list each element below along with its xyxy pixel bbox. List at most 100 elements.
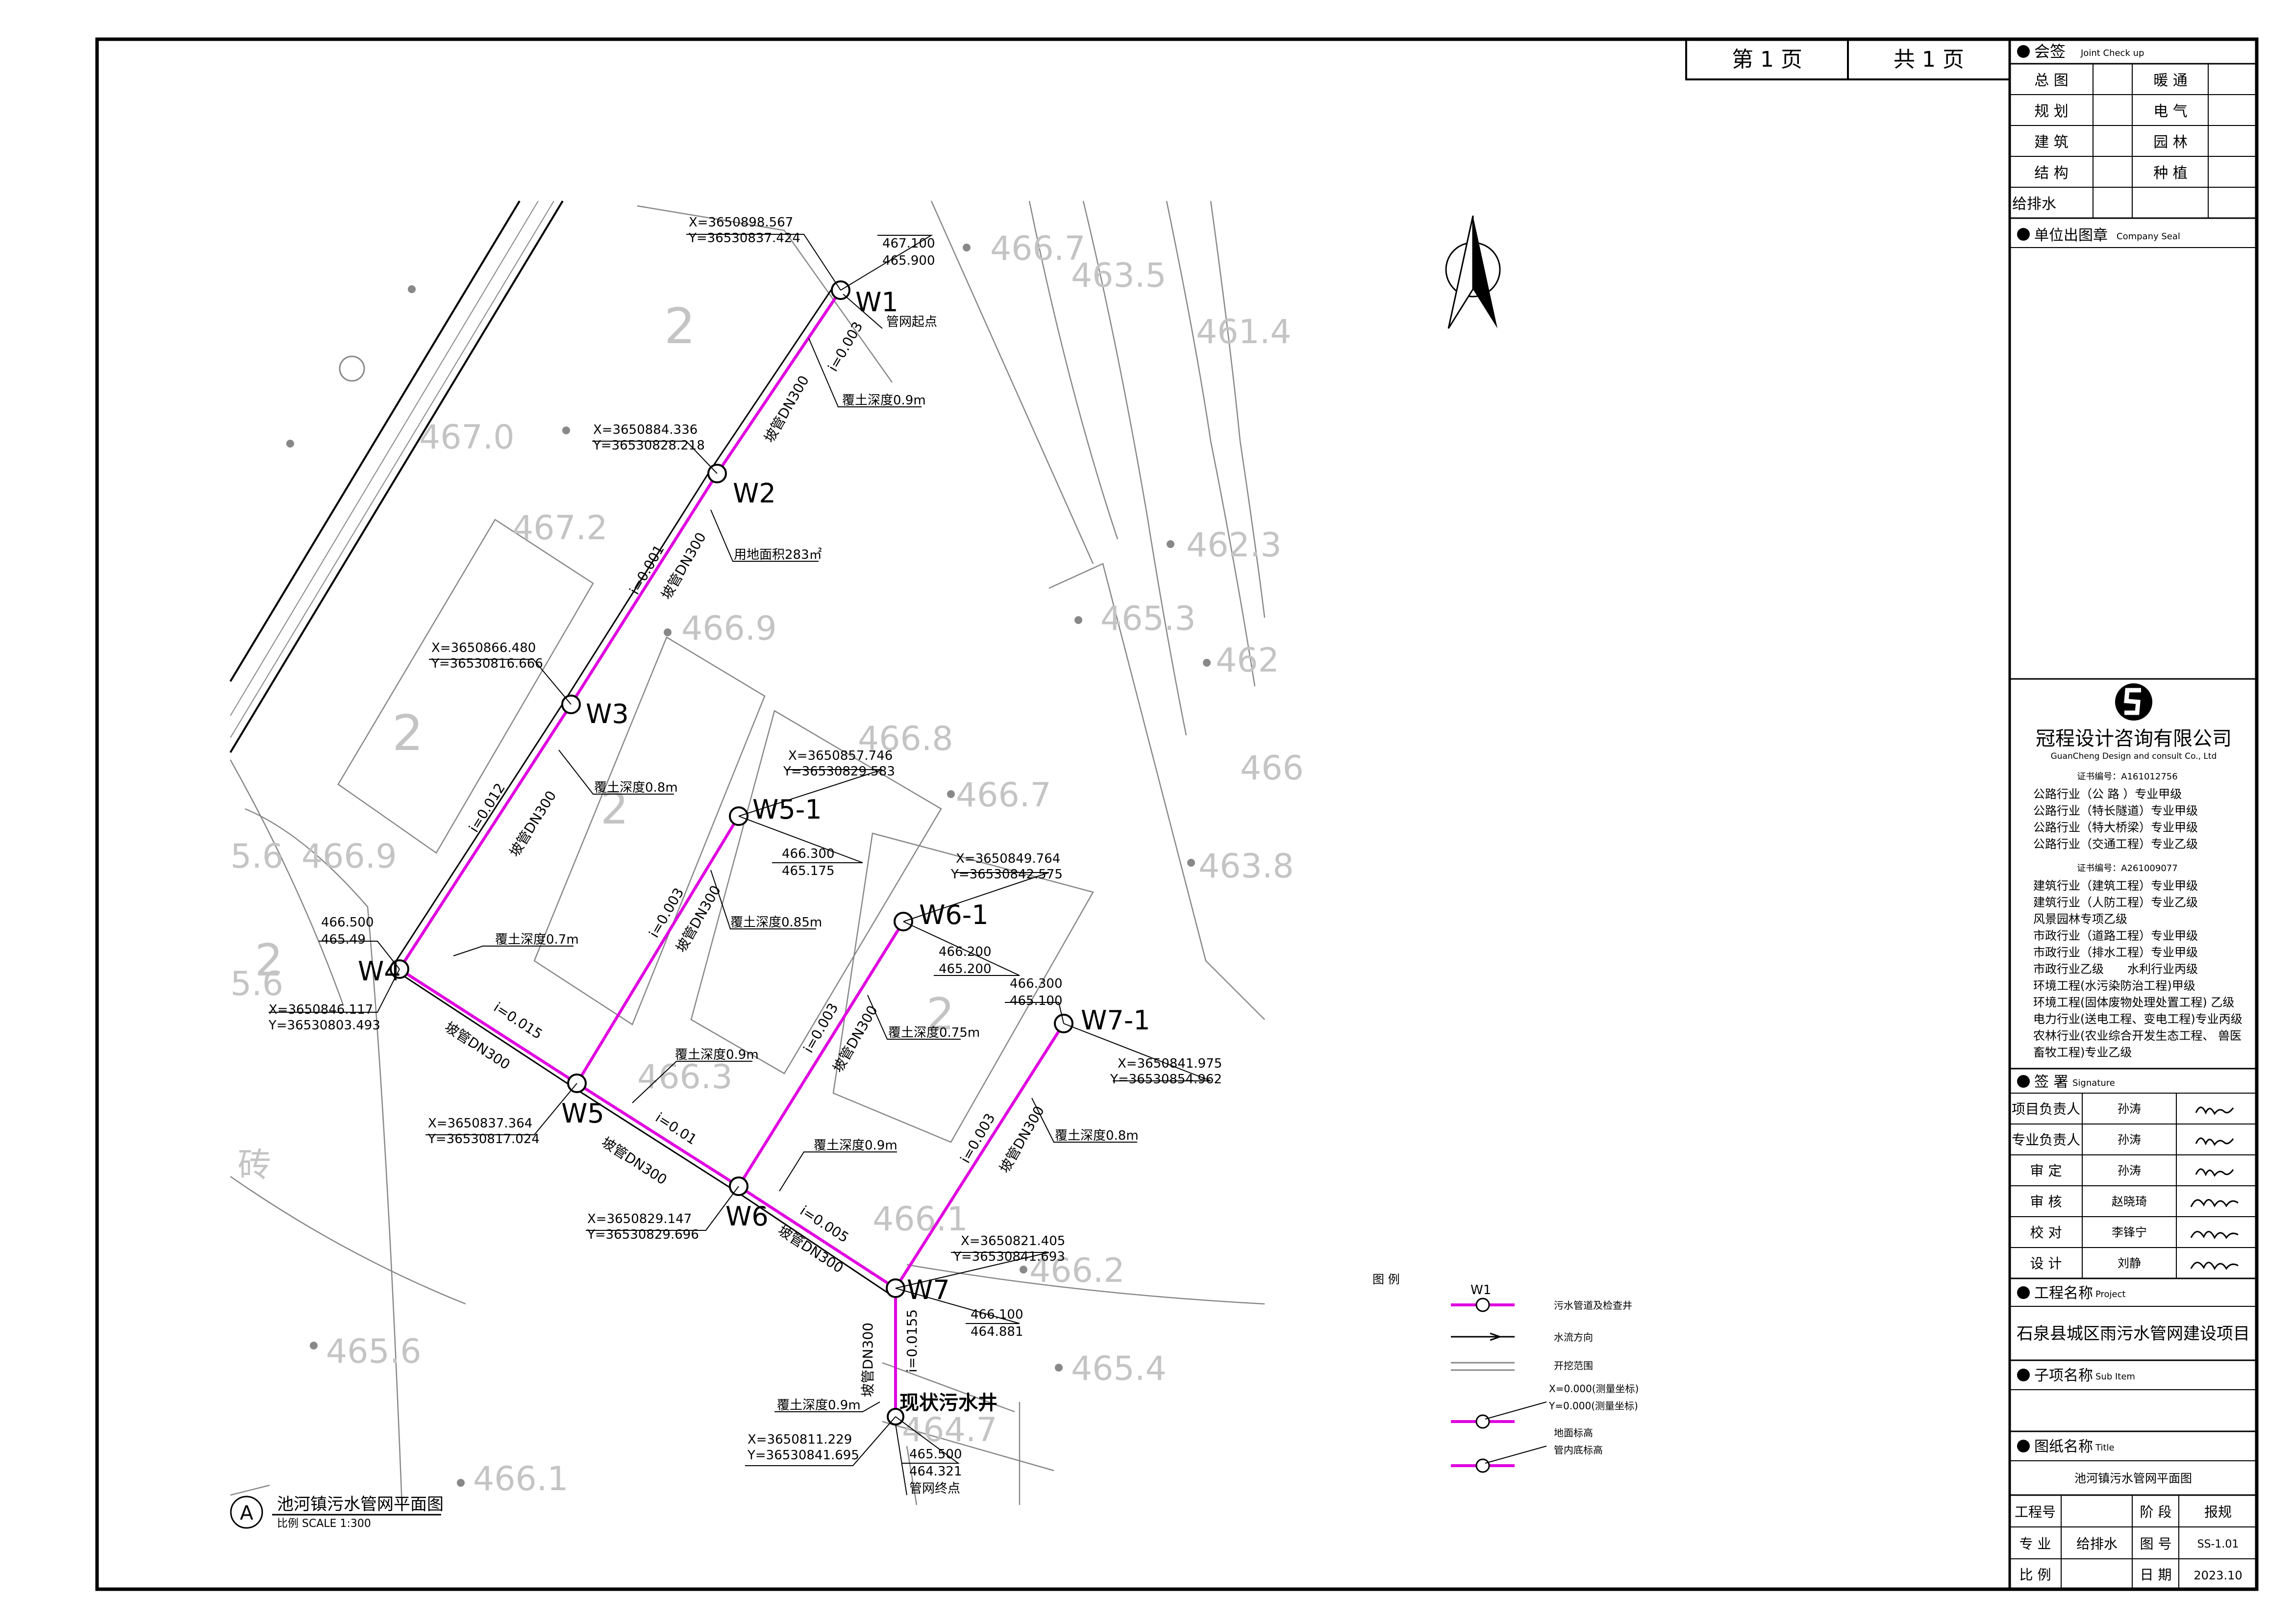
sub-item-title-en: Sub Item [2095,1372,2135,1382]
title-block [2008,39,2257,1589]
company-seal-title: 单位出图章 [2034,227,2108,244]
well-y: Y=36530803.493 [268,1018,380,1033]
terrain [229,200,1266,1505]
network-end: 管网终点 [909,1481,960,1496]
well-x: X=3650829.147 [587,1212,692,1226]
legend-well-label: W1 [1471,1283,1491,1298]
pipe-edge-lines [394,286,890,1295]
callout-circle [230,1496,263,1529]
pipe-segment [576,1082,740,1188]
well-x: X=3650841.975 [1118,1056,1222,1071]
pipe-segment [570,473,719,705]
elevation-label: 467.2 [512,509,608,548]
road-mark: 5.6 [230,837,283,876]
signature-person: 孙涛 [2118,1133,2141,1147]
cert-number: 证书编号：A261009077 [2077,863,2177,874]
well-y: Y=36530829.696 [587,1227,699,1242]
elevation-label: 466.3 [637,1058,733,1097]
plan-scale: 比例 SCALE 1:300 [277,1518,371,1530]
well-invert-elev: 465.200 [939,962,992,976]
slope-label: i=0.015 [491,999,545,1042]
elevation-label: 466.7 [990,229,1086,268]
qualification: 市政行业（道路工程）专业甲级 [2033,929,2198,943]
slope-label: i=0.003 [824,319,866,375]
sub-item-title: 子项名称 [2034,1367,2093,1384]
company-name-en: GuanCheng Design and consult Co., Ltd [2051,751,2217,761]
qualification: 农林行业(农业综合开发生态工程、 兽医 [2033,1029,2242,1043]
project-title-en: Project [2095,1289,2126,1299]
well-y: Y=36530828.218 [593,438,705,453]
phase-value: 报规 [2204,1504,2232,1520]
pipe-segment [894,1023,1065,1289]
project-name: 石泉县城区雨污水管网建设项目 [2017,1324,2250,1344]
pipe-segment [575,815,740,1084]
signature-person: 刘静 [2118,1256,2141,1270]
well-invert-elev: 465.175 [782,864,835,878]
parcel-number: 2 [392,704,424,762]
well-x: X=3650866.480 [431,641,536,655]
joint-check-cell: 建 筑 [2034,134,2069,151]
well-label: W5 [561,1098,604,1129]
signature-role: 审 核 [2030,1194,2062,1210]
joint-check-cell: 结 构 [2034,165,2069,182]
signature-person: 赵晓琦 [2112,1195,2147,1208]
road-manhole [339,355,365,382]
signature-section: 签 署 Signature 项目负责人 专业负责人 审 定 审 核 校 对 设 … [2012,1074,2239,1272]
qualification: 公路行业（公 路 ）专业甲级 [2033,787,2182,801]
elevation-label: 466.7 [956,776,1051,815]
survey-points [286,244,1211,1487]
well-label: 现状污水井 [899,1392,997,1414]
cover-depth: 覆土深度0.9m [675,1048,759,1062]
joint-check-cell: 规 划 [2034,103,2069,120]
elevation-label: 465.3 [1100,600,1196,638]
well-invert-elev: 465.49 [321,932,366,947]
elevation-label: 462 [1216,641,1279,680]
parcel-number: 2 [600,783,628,834]
legend-item: 水流方向 [1554,1331,1593,1343]
company-seal-title-en: Company Seal [2117,231,2180,242]
north-arrow-icon [1445,215,1501,329]
callout-letter: A [240,1502,253,1524]
signature-person: 孙涛 [2118,1102,2141,1116]
drawing-title-label: 图纸名称 [2034,1438,2093,1455]
signature-role: 审 定 [2030,1163,2062,1179]
well-y: Y=36530841.695 [747,1448,859,1463]
well-x: X=3650898.567 [689,215,793,230]
date-label: 日 期 [2140,1567,2172,1583]
well-invert-elev: 465.900 [882,253,935,268]
elevation-label: 463.5 [1071,256,1167,295]
cover-depth: 覆土深度0.9m [814,1138,897,1153]
signature-person: 李锋宁 [2112,1225,2147,1239]
well-top-elev: 465.500 [909,1447,962,1462]
pipe-segment [398,703,573,970]
well-top-elev: 466.300 [1010,976,1063,991]
elevation-label: 465.6 [326,1332,422,1371]
cover-depth: 覆土深度0.75m [888,1025,980,1040]
well-y: Y=36530816.666 [431,656,543,671]
company-seal: 单位出图章 Company Seal 冠程设计咨询有限公司 GuanCheng … [2017,227,2243,1059]
elevation-label: 466.9 [681,609,777,648]
legend-item: 管内底标高 [1554,1444,1603,1456]
road-mark: 砖 [238,1146,271,1185]
qualification: 公路行业（特长隧道）专业甲级 [2033,804,2198,818]
phase-label: 阶 段 [2140,1504,2172,1520]
cover-depth: 覆土深度0.9m [842,393,926,408]
site-plan: 466.7 463.5 461.4 467.0 467.2 462.3 465.… [229,200,1304,1530]
signature-role: 设 计 [2030,1255,2062,1272]
well-invert-elev: 465.100 [1010,994,1063,1008]
signature-person: 孙涛 [2118,1164,2141,1177]
signature-role: 项目负责人 [2012,1101,2080,1117]
date-value: 2023.10 [2193,1569,2242,1582]
elevation-labels: 466.7 463.5 461.4 467.0 467.2 462.3 465.… [230,229,1304,1499]
company-name: 冠程设计咨询有限公司 [2036,727,2232,750]
well-invert-elev: 464.881 [971,1324,1023,1339]
well-y: Y=36530829.583 [783,764,895,779]
cover-depth: 覆土深度0.7m [495,932,579,947]
joint-check-cell: 暖 通 [2153,72,2188,89]
well-top-elev: 466.500 [321,915,374,930]
well-top-elev: 467.100 [882,236,935,251]
joint-check-cell: 给排水 [2012,196,2056,213]
well-x: X=3650846.117 [269,1002,373,1017]
total-label: 共 1 页 [1894,47,1964,72]
qualification: 建筑行业（人防工程）专业乙级 [2033,896,2198,909]
